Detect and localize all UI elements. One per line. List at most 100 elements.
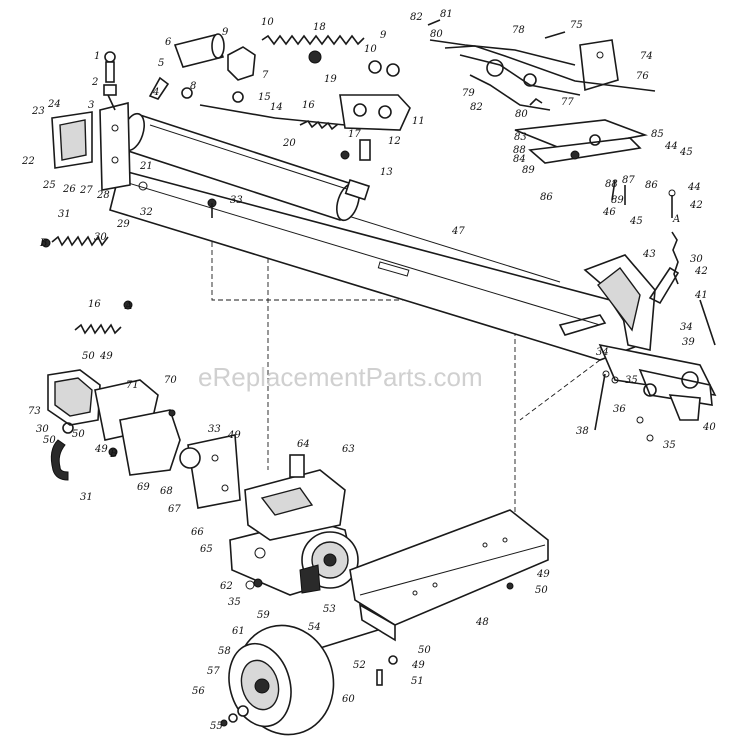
- callout-42b: 42: [694, 266, 708, 277]
- beam: [109, 169, 642, 361]
- callout-55: 55: [210, 721, 223, 732]
- callout-58: 58: [218, 646, 231, 657]
- callout-69: 69: [137, 482, 150, 493]
- callout-67: 67: [168, 504, 181, 515]
- callout-25: 25: [42, 180, 56, 191]
- hydraulic-pump: [47, 300, 241, 509]
- callout-24: 24: [47, 99, 61, 110]
- callout-8: 8: [190, 81, 196, 92]
- callout-44a: 44: [664, 141, 678, 152]
- callout-65: 65: [200, 544, 213, 555]
- callout-68: 68: [160, 486, 173, 497]
- callout-53: 53: [323, 604, 336, 615]
- callout-77: 77: [561, 97, 574, 108]
- callout-17: 17: [348, 129, 361, 140]
- callout-45a: 45: [679, 147, 693, 158]
- callout-43: 43: [642, 249, 656, 260]
- callout-12: 12: [388, 136, 401, 147]
- callout-22: 22: [21, 156, 35, 167]
- callout-62: 62: [220, 581, 233, 592]
- callout-38: 38: [576, 426, 589, 437]
- callout-21: 21: [139, 161, 153, 172]
- engine: [229, 454, 359, 596]
- callout-79: 79: [462, 88, 475, 99]
- mark-b-upper: B: [39, 238, 47, 249]
- callout-49e: 49: [411, 660, 425, 671]
- callout-80a: 80: [430, 29, 443, 40]
- callout-29: 29: [116, 219, 130, 230]
- callout-4: 4: [152, 87, 159, 98]
- callout-61: 61: [232, 626, 245, 637]
- mark-b-lower: B: [109, 449, 117, 460]
- callout-19: 19: [324, 74, 337, 85]
- callout-49c: 49: [227, 430, 241, 441]
- callout-82b: 82: [470, 102, 483, 113]
- callout-2: 2: [91, 77, 98, 88]
- callout-35a: 35: [228, 597, 241, 608]
- callout-50a: 50: [82, 351, 95, 362]
- callout-49b: 49: [94, 444, 108, 455]
- callout-71: 71: [126, 380, 139, 391]
- callout-15: 15: [258, 92, 271, 103]
- callout-41: 41: [694, 290, 708, 301]
- callout-7: 7: [262, 70, 269, 81]
- callout-63: 63: [342, 444, 355, 455]
- callout-30c: 30: [690, 254, 703, 265]
- callout-88b: 88: [605, 179, 618, 190]
- wedge-plate: [558, 254, 656, 351]
- callout-9b: 9: [380, 30, 387, 41]
- callout-31a: 31: [58, 209, 71, 220]
- watermark: eReplacementParts.com: [198, 362, 483, 392]
- callout-76: 76: [636, 71, 649, 82]
- callout-3: 3: [88, 100, 94, 111]
- callout-74: 74: [640, 51, 653, 62]
- callout-18: 18: [313, 22, 326, 33]
- callout-16b: 16: [88, 299, 101, 310]
- callout-labels: 1 2 3 4 5 6 7 8 9 9 10 10 11 12 13 14 15…: [21, 9, 716, 732]
- mark-a-left: A: [124, 301, 132, 312]
- callout-6: 6: [165, 37, 172, 48]
- callout-5: 5: [158, 58, 164, 69]
- hitch-assembly: [594, 343, 717, 442]
- callout-49d: 49: [536, 569, 550, 580]
- callout-86a: 86: [540, 192, 553, 203]
- callout-50c: 50: [72, 429, 85, 440]
- callout-42a: 42: [689, 200, 703, 211]
- callout-34b: 34: [596, 347, 609, 358]
- callout-52: 52: [353, 660, 366, 671]
- mark-a-right: A: [672, 214, 680, 225]
- callout-56: 56: [192, 686, 205, 697]
- callout-45b: 45: [629, 216, 643, 227]
- callout-89a: 89: [522, 165, 535, 176]
- callout-51: 51: [411, 676, 424, 687]
- callout-50e: 50: [418, 645, 431, 656]
- callout-26: 26: [62, 184, 76, 195]
- hydraulic-cylinder: [121, 112, 371, 222]
- callout-85: 85: [651, 129, 664, 140]
- callout-78: 78: [512, 25, 525, 36]
- spring-upper: [41, 235, 109, 248]
- callout-47: 47: [451, 226, 465, 237]
- callout-35b: 35: [625, 375, 638, 386]
- callout-49a: 49: [99, 351, 113, 362]
- callout-31b: 31: [80, 492, 93, 503]
- misc-hardware: [138, 181, 514, 686]
- callout-73: 73: [28, 406, 41, 417]
- callout-1: 1: [94, 51, 100, 62]
- callout-39: 39: [682, 337, 695, 348]
- callout-44b: 44: [687, 182, 701, 193]
- callout-81: 81: [440, 9, 453, 20]
- frame: [319, 509, 549, 649]
- callout-35c: 35: [663, 440, 676, 451]
- callout-59: 59: [257, 610, 270, 621]
- control-linkage: [427, 19, 656, 205]
- callout-9a: 9: [222, 27, 229, 38]
- callout-28: 28: [96, 190, 110, 201]
- right-hardware: [648, 189, 716, 346]
- callout-89b: 89: [611, 195, 624, 206]
- callout-48: 48: [475, 617, 489, 628]
- callout-50d: 50: [535, 585, 548, 596]
- callout-40: 40: [702, 422, 716, 433]
- callout-10a: 10: [261, 17, 274, 28]
